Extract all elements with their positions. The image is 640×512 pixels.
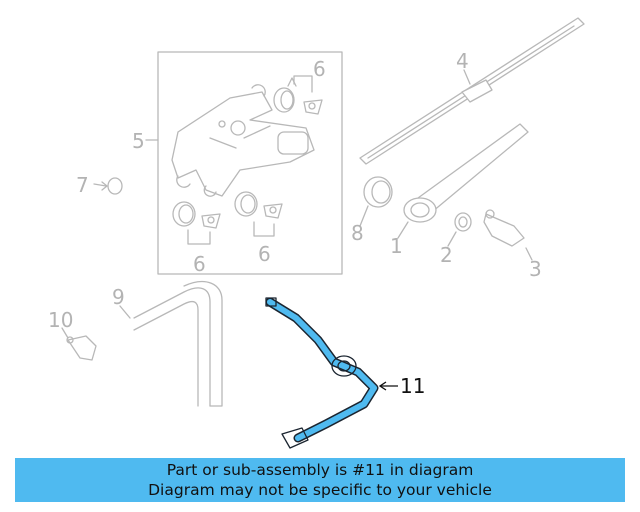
part-4-wiper-blade <box>359 17 585 165</box>
part-7-clip <box>93 177 123 195</box>
callout-8: 8 <box>351 221 364 245</box>
info-banner: Part or sub-assembly is #11 in diagram D… <box>15 458 625 502</box>
part-2-nut <box>447 212 472 247</box>
part-6-bushings <box>172 75 323 245</box>
callout-6-left: 6 <box>193 252 206 276</box>
part-10-nozzle <box>61 327 97 361</box>
part-8-grommet <box>359 176 393 227</box>
callout-6-right: 6 <box>258 242 271 266</box>
callout-1: 1 <box>390 234 403 258</box>
banner-line-1: Part or sub-assembly is #11 in diagram <box>166 461 474 479</box>
part-1-wiper-arm <box>397 123 529 239</box>
banner-line-2: Diagram may not be specific to your vehi… <box>148 481 492 499</box>
part-3-cap <box>483 209 533 261</box>
callout-5: 5 <box>132 129 145 153</box>
callout-2: 2 <box>440 243 453 267</box>
part-9-hose <box>119 281 223 407</box>
part-5-wiper-motor <box>145 51 343 275</box>
callout-6-top: 6 <box>313 57 326 81</box>
part-11-washer-hose <box>265 297 398 449</box>
callout-3: 3 <box>529 257 542 281</box>
callout-9: 9 <box>112 285 125 309</box>
callout-4: 4 <box>456 49 469 73</box>
callout-10: 10 <box>48 308 73 332</box>
callout-11: 11 <box>400 374 425 398</box>
callout-7: 7 <box>76 173 89 197</box>
